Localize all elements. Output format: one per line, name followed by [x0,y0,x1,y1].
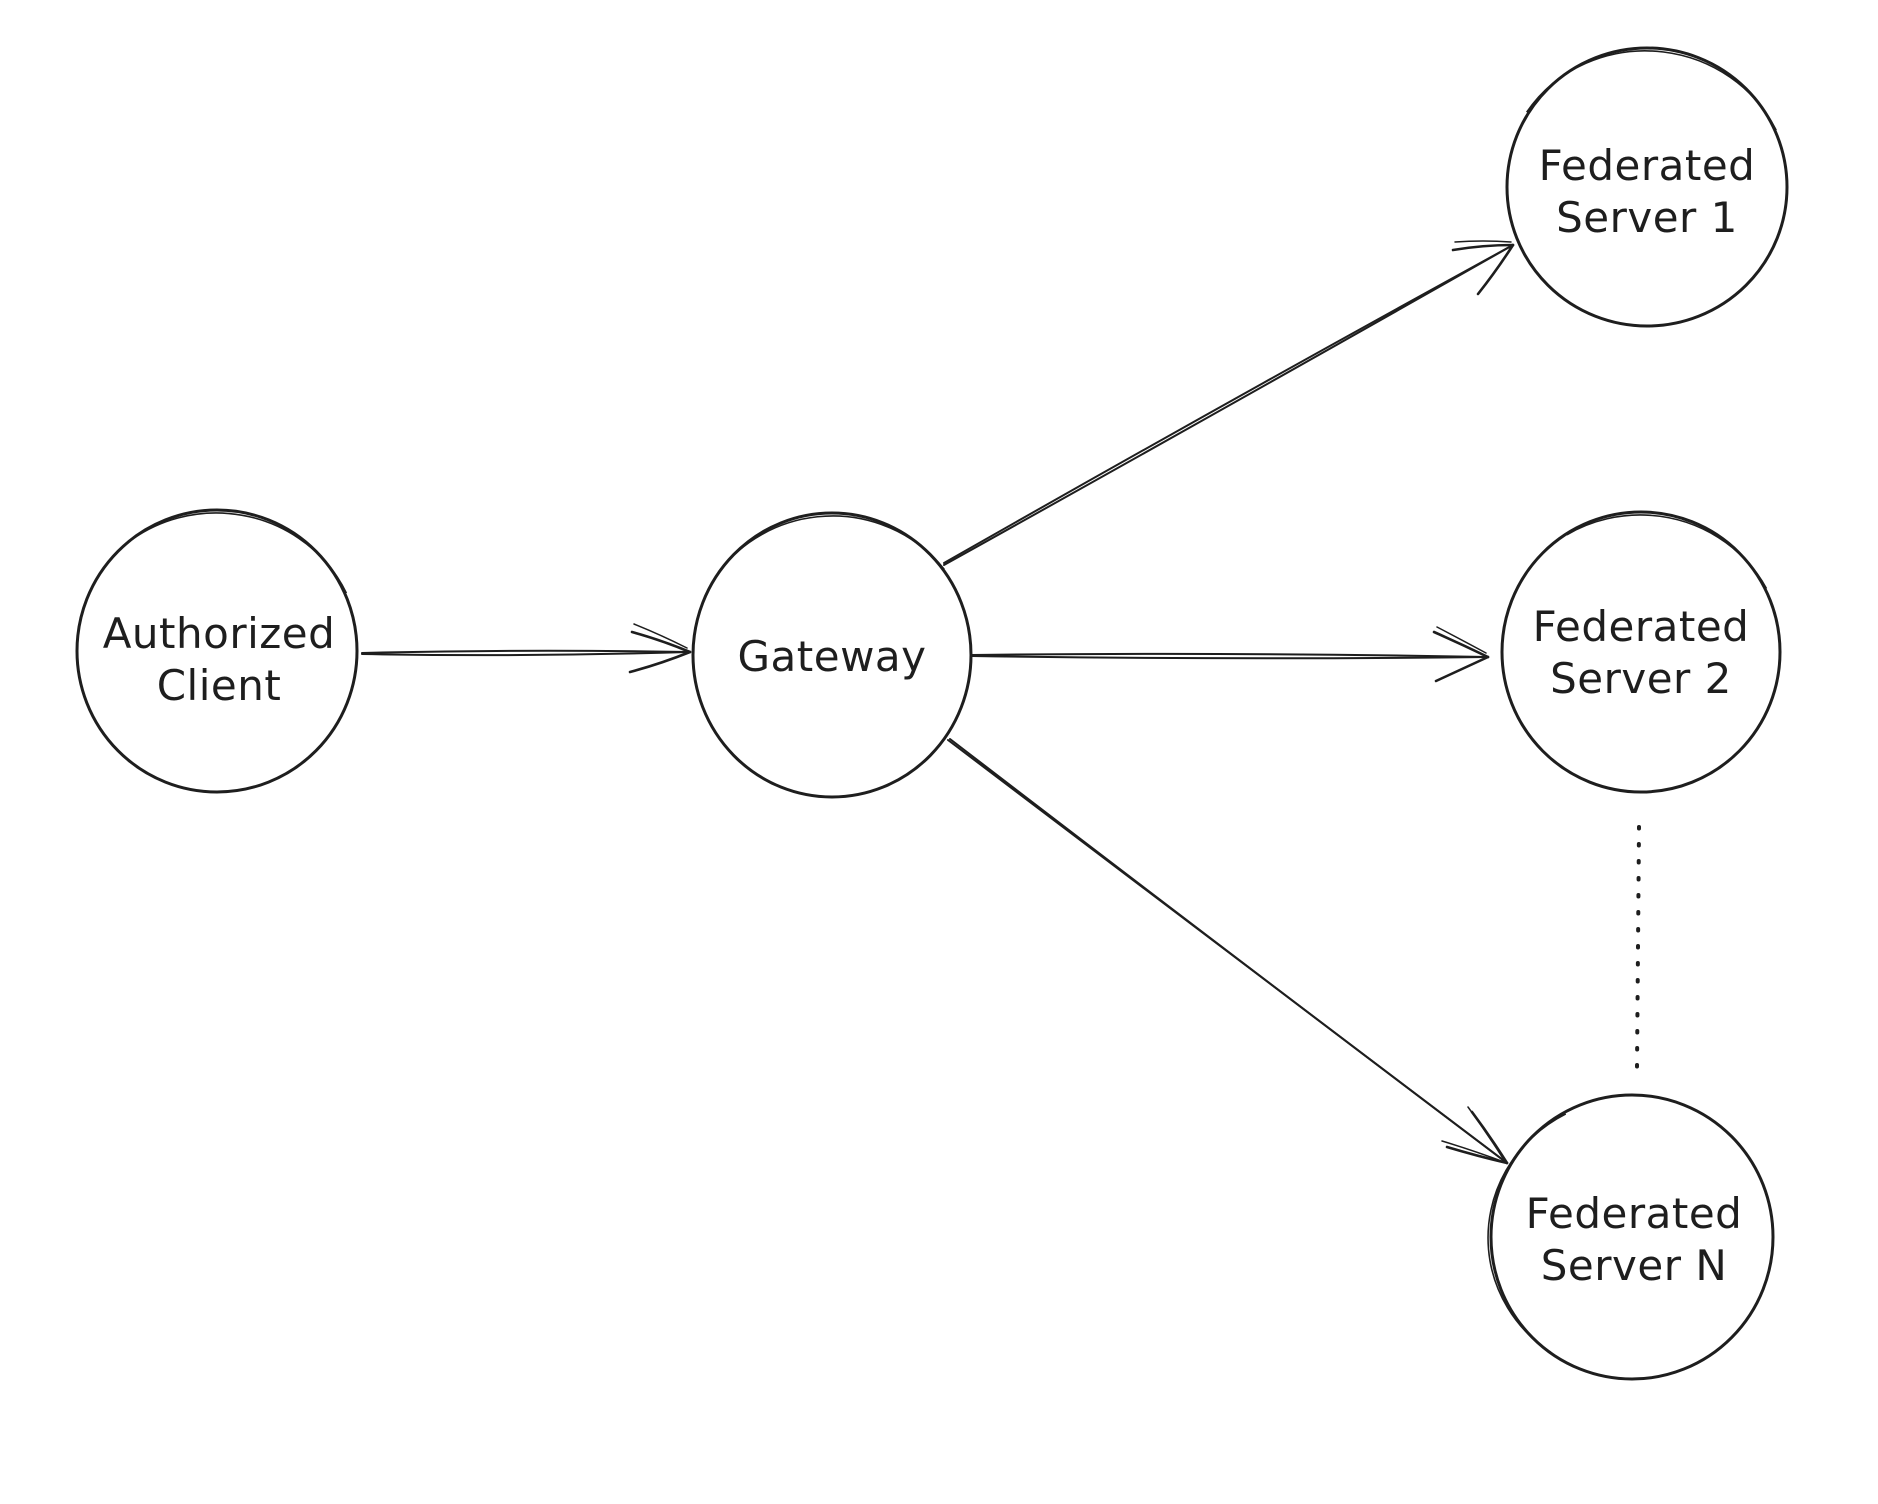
node-authorized-client[interactable] [63,501,372,801]
node-federated-server-2[interactable] [1490,505,1792,798]
edge-gateway-to-server1[interactable] [943,240,1515,566]
node-federated-server-n[interactable] [1476,1086,1787,1388]
node-gateway[interactable] [676,502,988,808]
edge-client-to-gateway[interactable] [361,623,692,674]
node-federated-server-1[interactable] [1488,35,1805,340]
edge-gateway-to-serverN[interactable] [947,738,1509,1165]
ellipsis-dotted-line[interactable] [1635,825,1641,1069]
edge-gateway-to-server2[interactable] [971,626,1490,683]
